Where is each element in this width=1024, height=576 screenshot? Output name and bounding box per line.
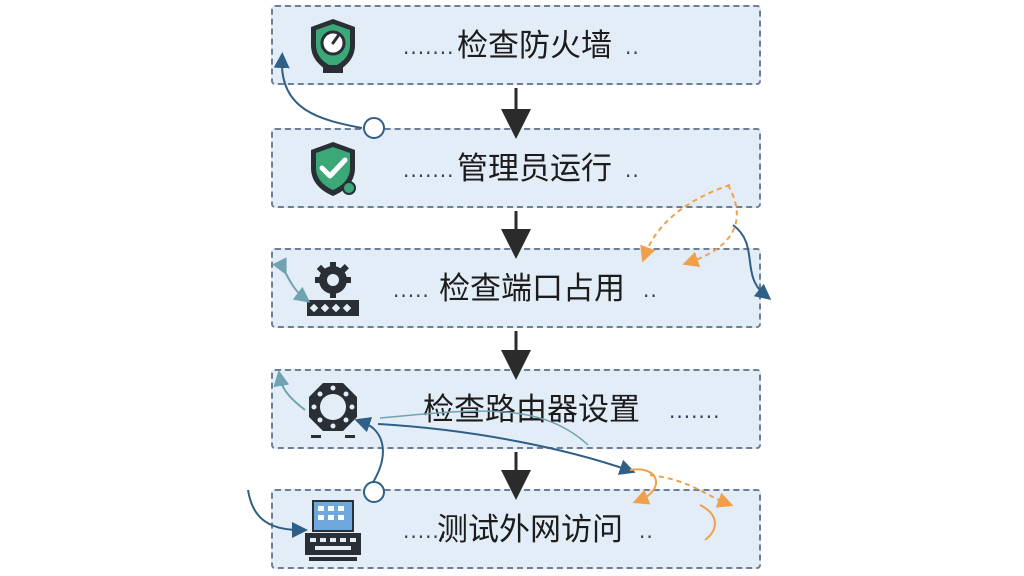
gear-port-icon — [307, 262, 359, 316]
step-dots-right: .. — [643, 278, 658, 302]
step-dots-right: .. — [625, 35, 640, 59]
step-dots-left: ....... — [403, 158, 455, 182]
step-dots-left: ....... — [403, 519, 455, 543]
computer-icon — [305, 500, 361, 561]
shield-gauge-icon — [311, 19, 355, 73]
step-label: 检查路由器设置 — [423, 392, 640, 428]
router-ring-icon — [309, 383, 357, 438]
step-label: 检查端口占用 — [439, 271, 625, 307]
shield-check-icon — [311, 142, 356, 196]
step-dots-left: ..... — [393, 278, 430, 302]
step-test-internet: ....... 测试外网访问 .. — [271, 489, 761, 569]
step-run-as-admin: ....... 管理员运行 .. — [271, 128, 761, 208]
step-label: 检查防火墙 — [457, 28, 612, 64]
step-dots-right: .. — [639, 519, 654, 543]
step-dots-right: .. — [625, 158, 640, 182]
step-check-port: ..... 检查端口占用 .. — [271, 248, 761, 328]
step-dots-right: ....... — [669, 399, 721, 423]
step-check-router: 检查路由器设置 ....... — [271, 369, 761, 449]
step-label: 测试外网访问 — [437, 512, 623, 548]
step-dots-left: ....... — [403, 35, 455, 59]
step-label: 管理员运行 — [457, 151, 612, 187]
step-check-firewall: ....... 检查防火墙 .. — [271, 5, 761, 85]
